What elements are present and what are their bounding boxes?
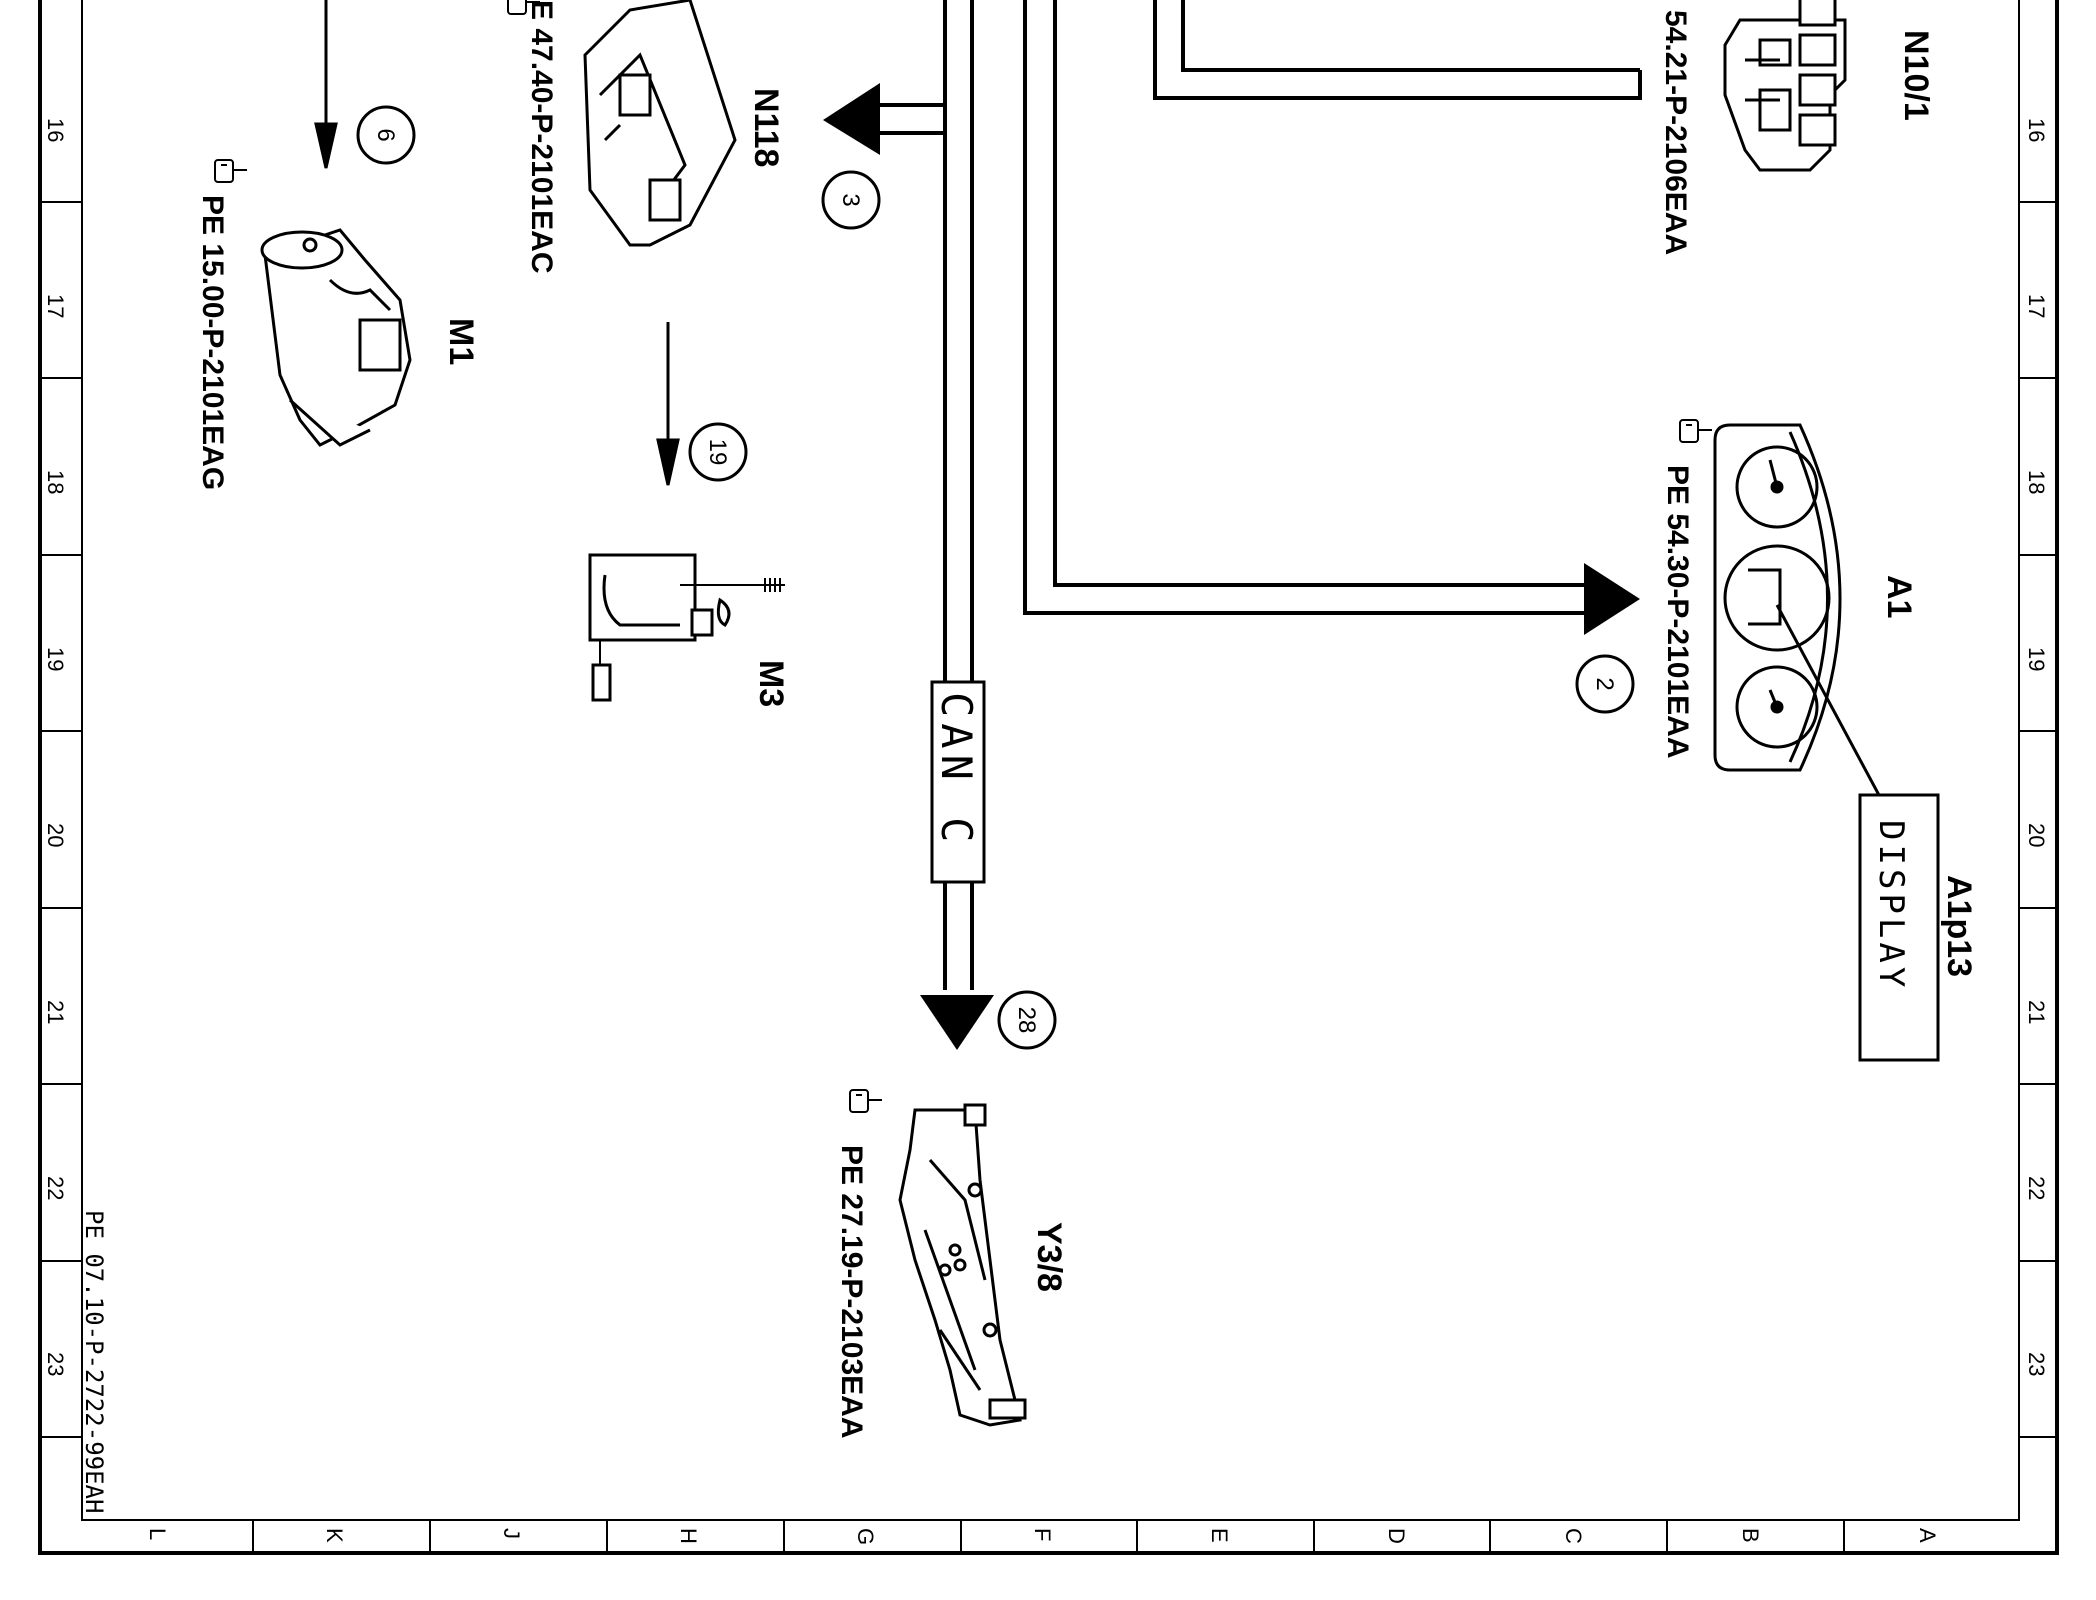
svg-text:19: 19 <box>704 439 731 466</box>
arrow-to-n118 <box>823 83 880 155</box>
column-ticks <box>252 1520 1845 1553</box>
a1p13-label: A1p13 <box>1940 875 1978 977</box>
column-labels: L K J H G F E D C B A <box>145 1528 1940 1545</box>
a1p13-display: DISPLAY <box>1858 793 1940 1062</box>
row-labels-left: 16 17 18 19 20 21 22 23 <box>43 118 68 1376</box>
a1-ref: PE 54.30-P-2101EAA <box>1661 465 1694 759</box>
n118-ref: PE 47.40-P-2101EAC <box>525 0 558 274</box>
n118-label: N118 <box>747 88 785 167</box>
y3-8-component <box>898 1103 1027 1427</box>
column-label: F <box>1030 1528 1055 1541</box>
column-label: B <box>1738 1528 1763 1543</box>
y3-8-label: Y3/8 <box>1030 1222 1068 1292</box>
a1-label: A1 <box>1880 575 1918 618</box>
row-label: 23 <box>2024 1352 2049 1376</box>
row-label: 22 <box>43 1176 68 1200</box>
a1-instrument-cluster <box>1713 423 1882 798</box>
callout-19: 19 <box>688 422 748 482</box>
svg-text:28: 28 <box>1013 1007 1040 1034</box>
n10-1-ref: 54.21-P-2106EAA <box>1659 10 1692 255</box>
column-label: J <box>499 1528 524 1539</box>
row-labels-right: 16 17 18 19 20 21 22 23 <box>2024 118 2049 1376</box>
pointing-hand-icon <box>1679 419 1712 443</box>
svg-text:2: 2 <box>1591 677 1618 690</box>
row-label: 19 <box>43 647 68 671</box>
column-label: C <box>1561 1528 1586 1544</box>
pointing-hand-icon <box>849 1089 882 1113</box>
callouts: 2 3 6 19 28 <box>356 105 1635 1050</box>
row-label: 22 <box>2024 1176 2049 1200</box>
m1-ref: PE 15.00-P-2101EAG <box>196 195 229 490</box>
row-label: 20 <box>43 823 68 847</box>
m3-label: M3 <box>752 660 790 707</box>
column-label: H <box>676 1528 701 1544</box>
pointing-hand-icon <box>507 0 540 15</box>
display-text: DISPLAY <box>1871 820 1911 991</box>
column-label: D <box>1384 1528 1409 1544</box>
can-c-label: CAN C <box>930 680 986 884</box>
n118-component <box>583 0 737 247</box>
callout-2: 2 <box>1575 654 1635 714</box>
thin-arrows <box>314 0 680 486</box>
row-label: 16 <box>43 118 68 142</box>
arrow-to-a1 <box>1584 563 1640 635</box>
svg-text:6: 6 <box>372 128 399 141</box>
row-ticks <box>40 201 2057 1438</box>
m1-motor <box>260 228 412 447</box>
callout-6: 6 <box>356 105 416 165</box>
row-label: 20 <box>2024 823 2049 847</box>
column-label: E <box>1207 1528 1232 1543</box>
row-label: 17 <box>43 294 68 318</box>
n10-1-label: N10/1 <box>1897 30 1935 121</box>
pointing-hand-icon <box>214 159 247 183</box>
row-label: 19 <box>2024 647 2049 671</box>
m1-label: M1 <box>442 318 480 365</box>
row-label: 18 <box>43 470 68 494</box>
row-label: 21 <box>2024 1000 2049 1024</box>
column-label: G <box>853 1528 878 1545</box>
row-label: 18 <box>2024 470 2049 494</box>
can-bus-lines <box>880 0 1642 990</box>
callout-3: 3 <box>821 170 881 230</box>
arrowheads <box>823 83 1640 1050</box>
drawing-frame <box>38 0 2059 1555</box>
row-label: 21 <box>43 1000 68 1024</box>
column-label: L <box>145 1528 170 1540</box>
callout-28: 28 <box>997 990 1057 1050</box>
m3-component <box>588 553 785 702</box>
column-label: A <box>1915 1528 1940 1543</box>
n10-1-component <box>1723 0 1847 172</box>
row-label: 17 <box>2024 294 2049 318</box>
svg-text:3: 3 <box>837 193 864 206</box>
arrow-to-y3-8 <box>920 995 994 1050</box>
y3-8-ref: PE 27.19-P-2103EAA <box>835 1145 868 1439</box>
drawing-number: PE 07.10-P-2722-99EAH <box>80 1210 108 1513</box>
column-label: K <box>322 1528 347 1543</box>
bus-label: CAN C <box>932 692 981 848</box>
row-label: 23 <box>43 1352 68 1376</box>
row-label: 16 <box>2024 118 2049 142</box>
